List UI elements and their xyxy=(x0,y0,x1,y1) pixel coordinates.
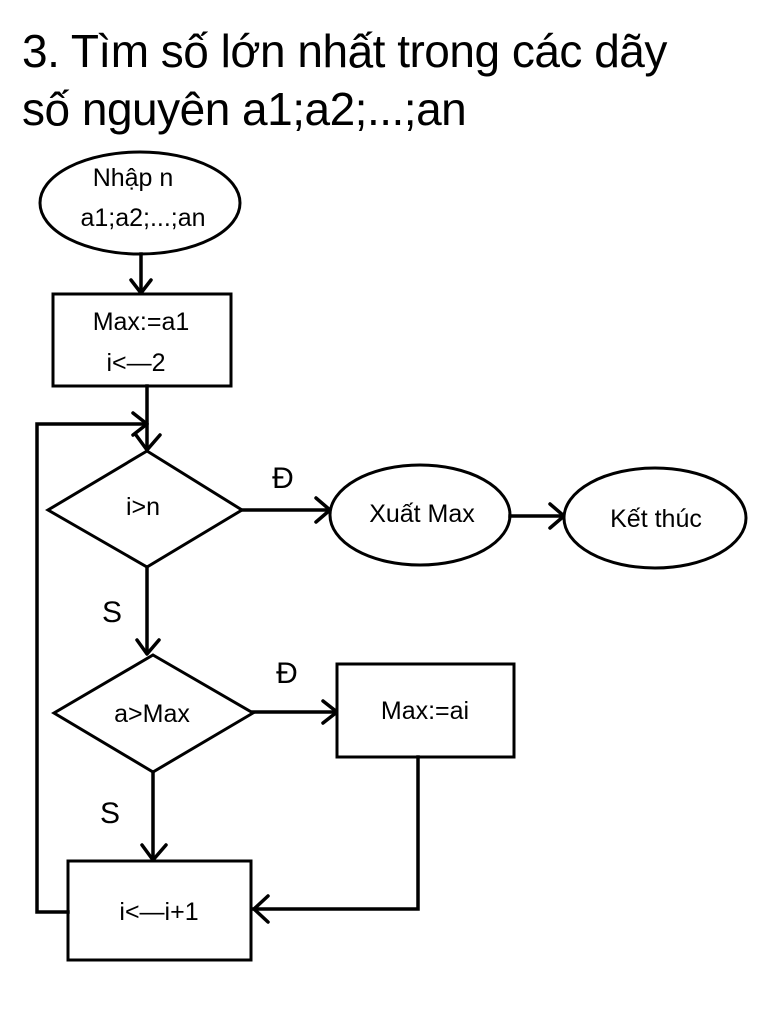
node-end: Kết thúc xyxy=(562,466,748,570)
title-line-1: 3. Tìm số lớn nhất trong các dãy xyxy=(22,25,667,77)
node-input-line-1: Nhập n xyxy=(93,164,174,192)
node-increment-text: i<—i+1 xyxy=(119,898,198,926)
node-input: Nhập n a1;a2;...;an xyxy=(38,150,242,256)
node-input-line-2: a1;a2;...;an xyxy=(80,204,205,232)
node-check-i: i>n xyxy=(45,449,245,569)
edge-check-max-increment: S xyxy=(100,770,168,862)
arrowhead-icon xyxy=(131,411,149,437)
arrowhead-icon xyxy=(252,894,270,924)
title-line-2: số nguyên a1;a2;...;an xyxy=(22,83,467,135)
edge-check-i-output: Đ xyxy=(240,462,332,524)
process-shape-assign xyxy=(335,662,516,759)
arrowhead-icon xyxy=(135,638,161,656)
node-output-text: Xuất Max xyxy=(369,500,475,528)
terminal-shape-end xyxy=(562,466,748,570)
node-increment: i<—i+1 xyxy=(66,859,253,962)
edge-label-false: S xyxy=(100,797,120,830)
node-assign-text: Max:=ai xyxy=(381,697,469,725)
node-init-line-2: i<—2 xyxy=(106,349,165,377)
edge-assign-increment xyxy=(252,755,420,924)
node-output: Xuất Max xyxy=(328,463,512,567)
edge-label-true: Đ xyxy=(276,657,298,690)
process-shape-increment xyxy=(66,859,253,962)
edge-output-end xyxy=(508,502,566,530)
edge-check-i-check-max: S xyxy=(102,565,161,656)
process-shape-init xyxy=(51,292,233,388)
page-title: 3. Tìm số lớn nhất trong các dãy số nguy… xyxy=(22,22,762,138)
node-init: Max:=a1 i<—2 xyxy=(51,292,233,388)
node-end-text: Kết thúc xyxy=(610,505,702,533)
edge-check-max-assign: Đ xyxy=(251,657,339,725)
edge-increment-loop xyxy=(35,411,149,914)
node-check-i-text: i>n xyxy=(126,493,160,521)
node-check-max-text: a>Max xyxy=(114,700,190,728)
node-check-max: a>Max xyxy=(51,653,256,774)
node-assign: Max:=ai xyxy=(335,662,516,759)
edge-input-init xyxy=(129,252,153,295)
edge-label-false: S xyxy=(102,596,122,629)
edge-label-true: Đ xyxy=(272,462,294,495)
node-init-line-1: Max:=a1 xyxy=(93,308,190,336)
